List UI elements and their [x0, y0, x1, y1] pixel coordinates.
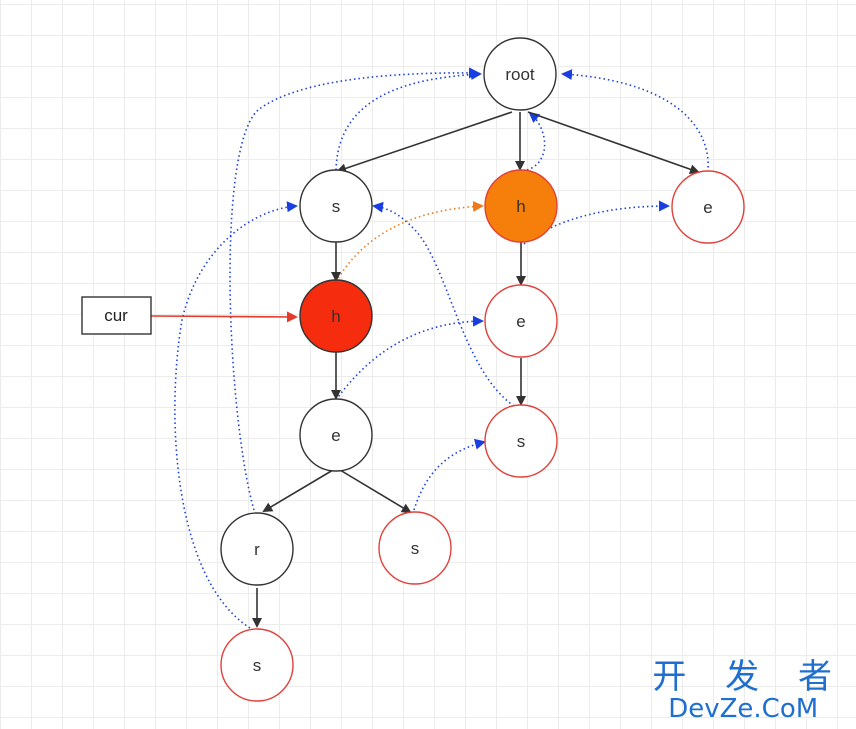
node-s3: s: [378, 511, 452, 585]
fail-edge-s1-root: [335, 69, 482, 171]
fail-edge-e2-e1: [523, 200, 670, 245]
fail-edge-e3-e2: [335, 315, 484, 401]
fail-edge-r-root: [229, 67, 480, 511]
node-e3: e: [299, 398, 373, 472]
svg-text:e: e: [516, 312, 525, 331]
node-r: r: [220, 512, 294, 586]
svg-text:s: s: [411, 539, 420, 558]
node-h2: h: [299, 279, 373, 353]
cur-pointer-arrow: [150, 311, 298, 323]
node-s4: s: [220, 628, 294, 702]
child-edge-root-e1: [527, 111, 700, 175]
svg-text:h: h: [516, 197, 525, 216]
node-s1: s: [299, 169, 373, 243]
svg-text:s: s: [332, 197, 341, 216]
child-edge-e3-r: [262, 469, 334, 513]
fail-edge-s3-s2: [413, 438, 486, 511]
cur-box: cur: [81, 296, 152, 335]
fail-edge-s2-s1: [372, 201, 515, 407]
node-root: root: [483, 37, 557, 111]
node-h1: h: [484, 169, 558, 243]
child-edge-e3-s3: [339, 469, 412, 514]
node-e2: e: [484, 284, 558, 358]
svg-text:e: e: [703, 198, 712, 217]
svg-text:r: r: [254, 540, 260, 559]
watermark-cn: 开 发 者: [652, 657, 846, 697]
node-e1: e: [671, 170, 745, 244]
cur-label: cur: [104, 306, 128, 325]
fail-edge-e1-root: [561, 69, 709, 173]
svg-text:h: h: [331, 307, 340, 326]
svg-text:s: s: [517, 432, 526, 451]
svg-text:root: root: [505, 65, 535, 84]
child-edge-root-s1: [336, 111, 513, 174]
svg-text:s: s: [253, 656, 262, 675]
fail-edge-s4-s1: [174, 201, 298, 629]
svg-text:e: e: [331, 426, 340, 445]
watermark-en: DevZe.CoM: [668, 694, 819, 724]
fail-edge-h1-root: [526, 111, 546, 171]
node-s2: s: [484, 404, 558, 478]
watermark: 开 发 者 DevZe.CoM: [640, 659, 846, 723]
